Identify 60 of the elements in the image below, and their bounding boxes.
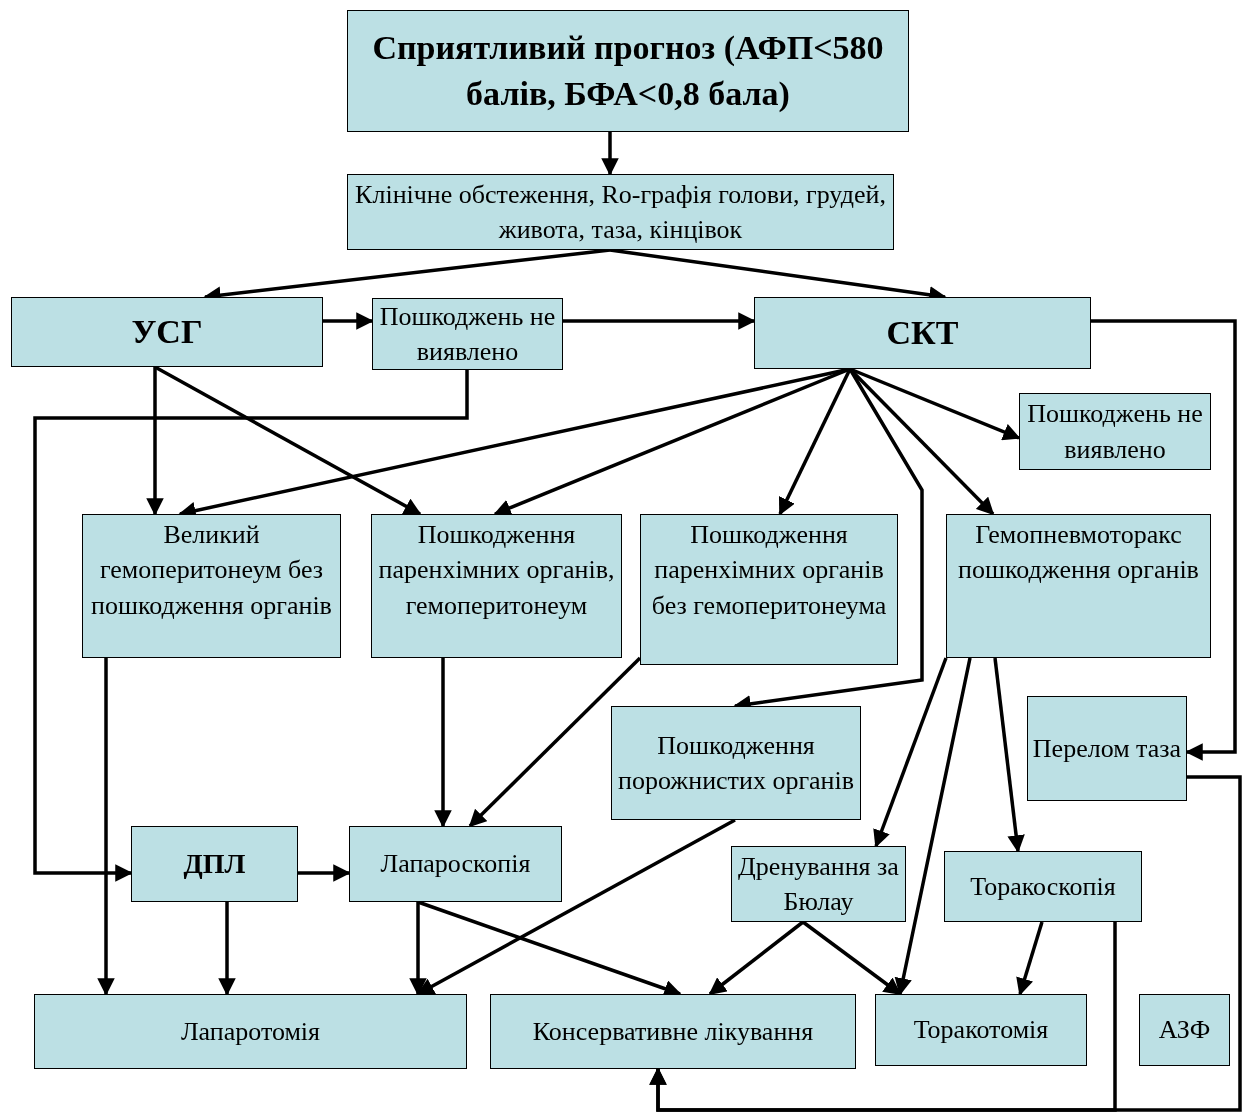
process-box	[1027, 696, 1187, 801]
arrow	[33, 370, 469, 882]
process-box	[349, 826, 562, 902]
process-box	[875, 994, 1087, 1066]
process-box	[347, 10, 909, 132]
arrow	[993, 657, 1025, 853]
box-label: Сприятливий прогноз (АФП<580 балів, БФА<0,8 бала)	[371, 27, 885, 114]
box-label: АЗФ	[1158, 1014, 1211, 1047]
box-label: Пошкодження паренхімних органів без гемоперитонеума	[650, 519, 888, 622]
box-label: ДПЛ	[183, 846, 246, 881]
box-label: Дренування за Бюлау	[737, 850, 900, 918]
process-box	[946, 514, 1211, 658]
arrow	[416, 818, 736, 996]
box-label: УСГ	[131, 311, 203, 352]
arrow	[323, 312, 374, 330]
box-label: Торакотомія	[913, 1014, 1049, 1047]
arrow	[601, 132, 619, 176]
process-box	[131, 826, 298, 902]
arrow	[468, 656, 642, 828]
arrow	[1016, 921, 1044, 996]
process-box	[371, 514, 622, 658]
box-label: Пошкоджень не виявлено	[1026, 398, 1204, 466]
box-label: Клінічне обстеження, Ro-графія голови, грудей, живота, таза, кінцівок	[354, 178, 887, 246]
arrow	[298, 864, 351, 882]
process-box	[1019, 393, 1211, 470]
process-box	[34, 994, 467, 1069]
arrow	[218, 902, 236, 996]
box-label: Гемопневмоторакс пошкодження органів	[957, 519, 1200, 587]
arrow	[649, 775, 1242, 1112]
box-label: Консервативне лікування	[532, 1015, 814, 1048]
arrow	[801, 920, 902, 996]
arrow	[1091, 319, 1237, 761]
arrow	[708, 920, 805, 996]
arrow	[97, 658, 115, 996]
arrow	[154, 365, 422, 516]
process-box	[731, 846, 906, 922]
process-box	[11, 297, 323, 367]
box-label: Лапароскопія	[380, 848, 531, 881]
box-label: Пошкоджень не виявлено	[378, 300, 557, 368]
box-label: Великий гемоперитонеум без пошкодження органів	[90, 519, 333, 622]
process-box	[611, 706, 861, 820]
arrow	[434, 658, 452, 828]
process-box	[490, 994, 856, 1069]
arrow	[873, 657, 948, 848]
box-label: Пошкодження порожнистих органів	[617, 729, 855, 797]
arrow	[409, 902, 427, 996]
arrow	[563, 312, 756, 330]
box-label: СКТ	[886, 312, 959, 353]
process-box	[754, 297, 1091, 369]
arrow	[146, 367, 164, 516]
box-label: Перелом таза	[1032, 732, 1182, 765]
process-box	[640, 514, 898, 665]
arrow	[778, 368, 852, 516]
arrow	[894, 657, 972, 996]
process-box	[1139, 994, 1230, 1066]
process-box	[82, 514, 341, 658]
box-label: Лапаротомія	[180, 1015, 321, 1048]
box-label: Торакоскопія	[970, 870, 1116, 903]
box-label: Пошкодження паренхімних органів, гемоперитонеум	[377, 519, 616, 622]
process-box	[944, 851, 1142, 922]
